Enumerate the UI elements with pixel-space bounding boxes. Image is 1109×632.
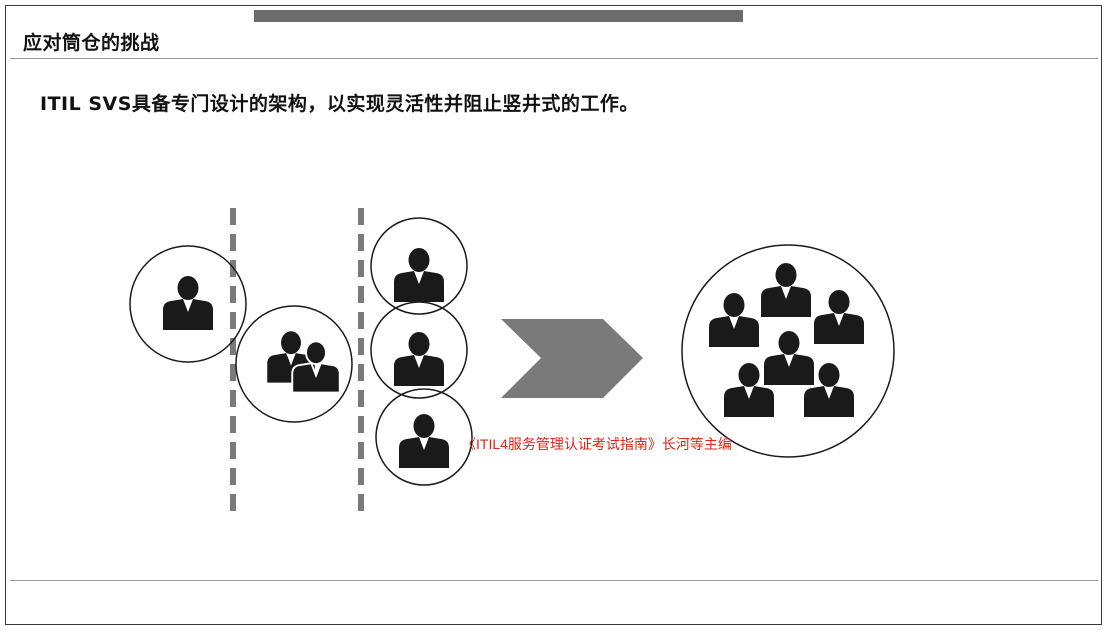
person-icon <box>163 276 213 330</box>
section-title: 应对筒仓的挑战 <box>23 32 160 54</box>
person-icon <box>394 248 444 302</box>
merged-team-circle <box>681 244 895 458</box>
team-circle-single <box>129 245 247 363</box>
top-bar <box>254 10 743 22</box>
team-circle-stack-2 <box>370 301 468 399</box>
person-icon <box>291 340 341 394</box>
person-icon <box>814 290 864 344</box>
team-circle-pair <box>235 305 353 423</box>
person-icon <box>709 293 759 347</box>
source-credit: 《ITIL4服务管理认证考试指南》长河等主编 <box>462 436 732 452</box>
person-icon <box>764 331 814 385</box>
title-divider <box>10 58 1098 59</box>
person-icon <box>399 414 449 468</box>
footer-divider <box>10 580 1098 581</box>
headline: ITIL SVS具备专门设计的架构，以实现灵活性并阻止竖井式的工作。 <box>40 93 639 115</box>
person-icon <box>761 263 811 317</box>
team-circle-stack-1 <box>370 217 468 315</box>
person-icon <box>394 332 444 386</box>
team-circle-stack-3 <box>375 388 473 486</box>
chevron-arrow-icon <box>501 319 643 398</box>
